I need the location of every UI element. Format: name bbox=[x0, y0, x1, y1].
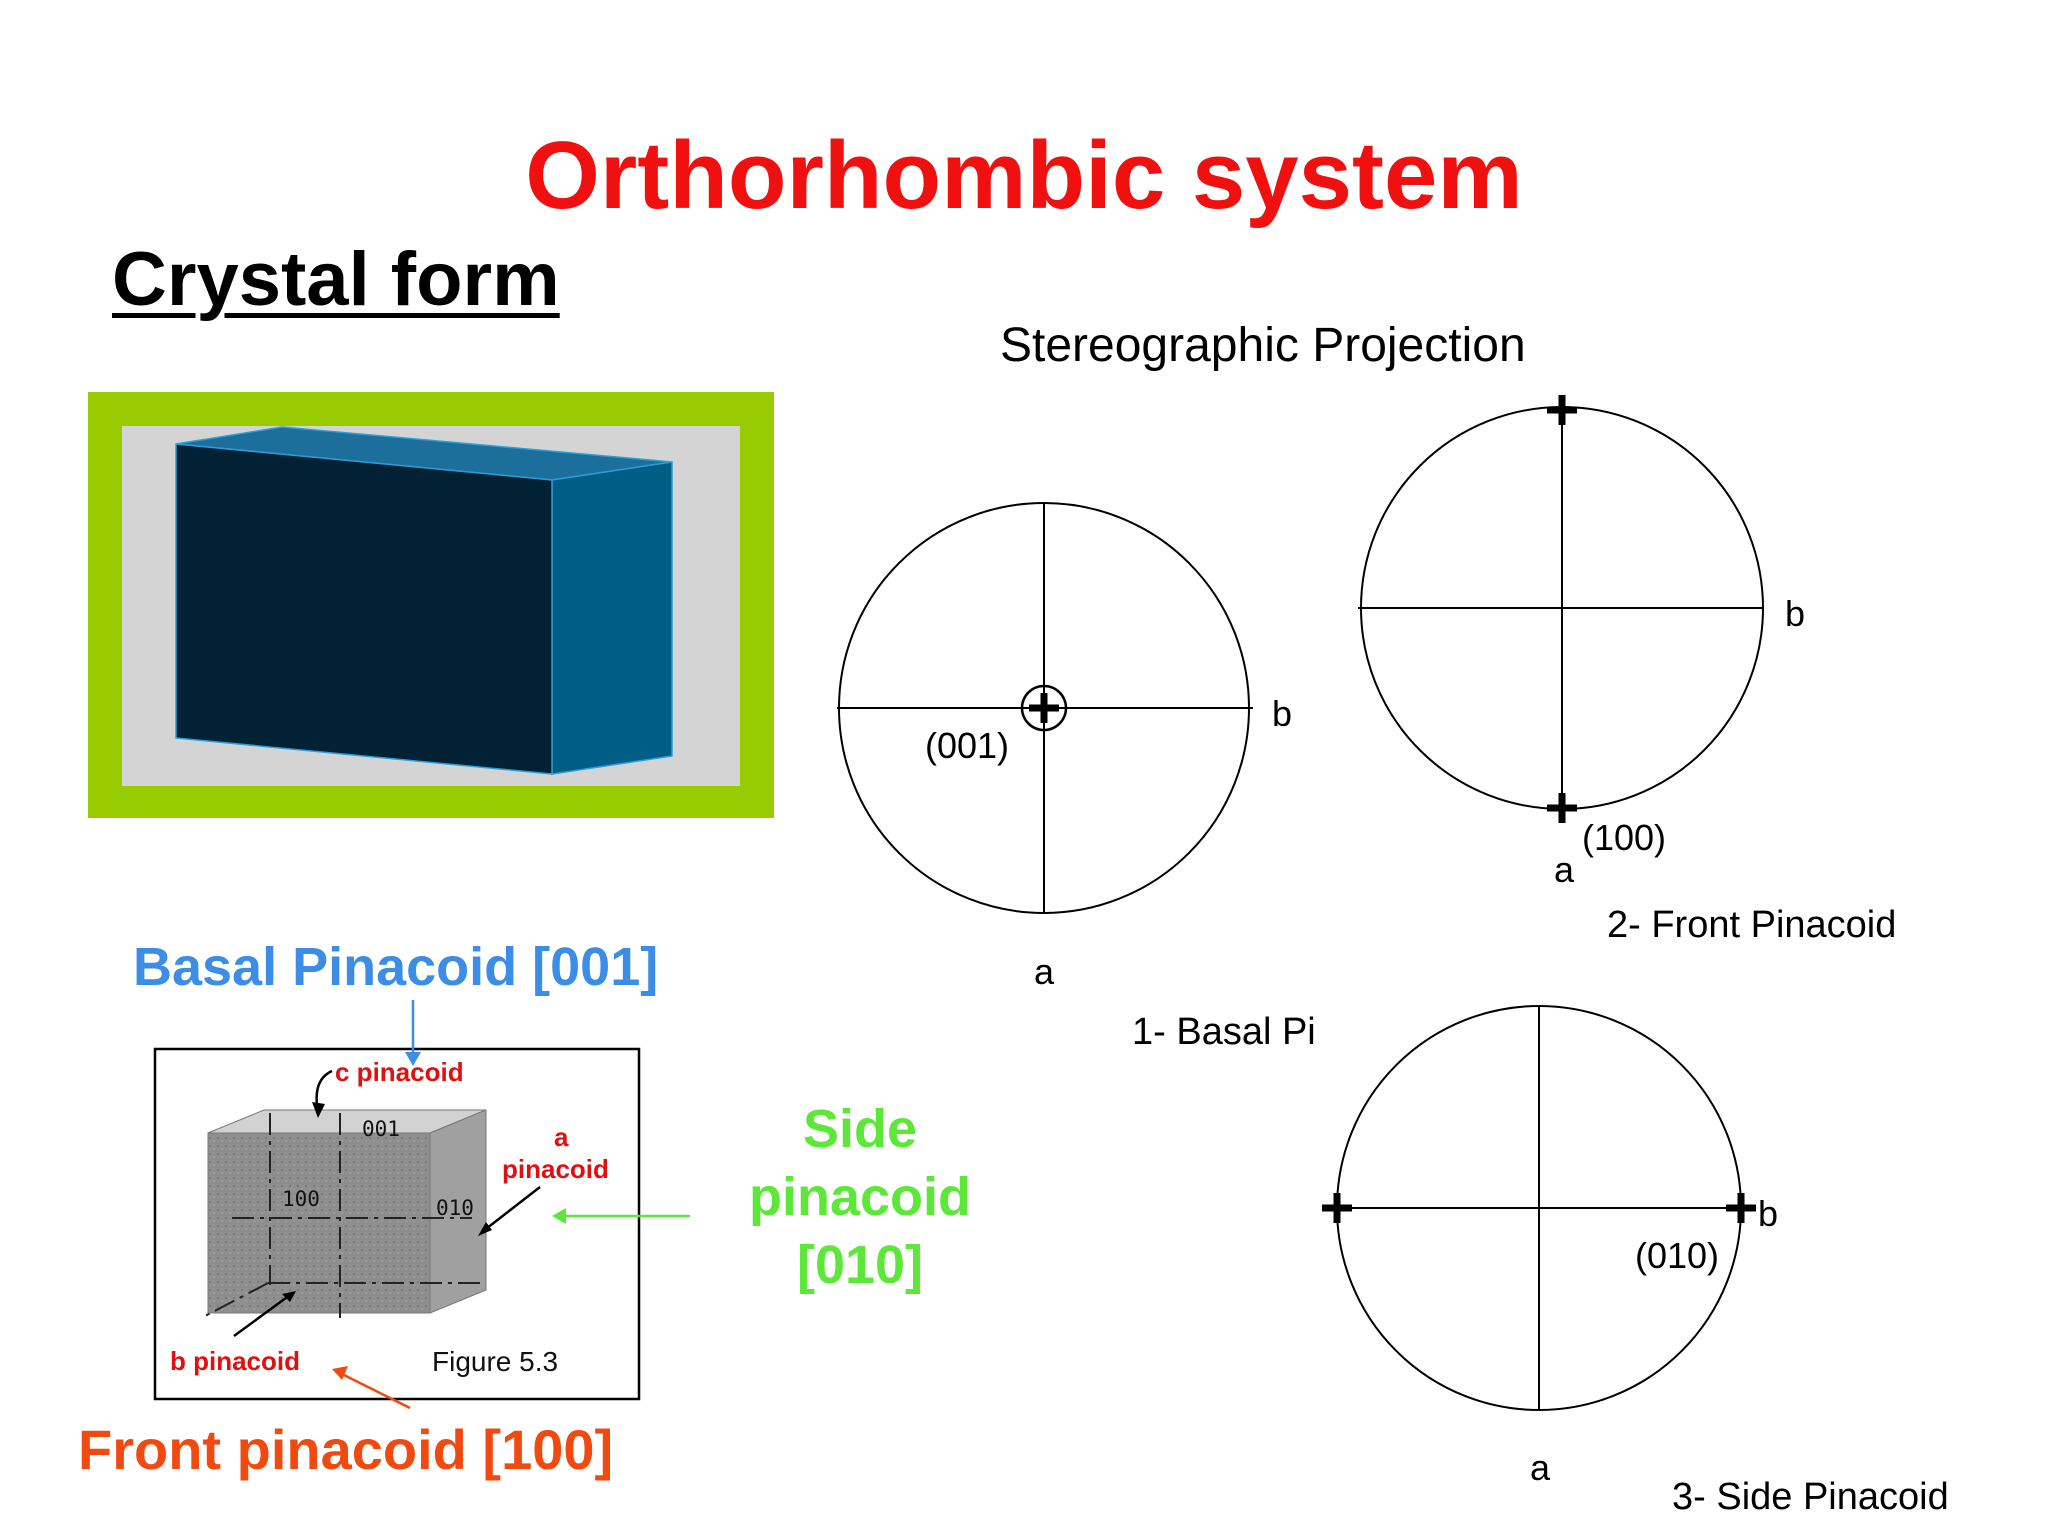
side-axis-a-label: a bbox=[1530, 1447, 1551, 1488]
b-pinacoid-label: b pinacoid bbox=[170, 1346, 300, 1376]
stereographic-heading: Stereographic Projection bbox=[1000, 319, 1526, 372]
figure-5-3 bbox=[153, 1047, 641, 1401]
basal-face-label: (001) bbox=[925, 725, 1010, 766]
figure-caption: Figure 5.3 bbox=[432, 1346, 559, 1377]
basal-axis-b-label: b bbox=[1272, 693, 1293, 734]
face-010-label: 010 bbox=[436, 1196, 474, 1220]
stereonet-side bbox=[1322, 1005, 1756, 1411]
figure-block-front bbox=[207, 1132, 431, 1314]
a-axis-label: a bbox=[554, 1122, 569, 1152]
pointer-arrows bbox=[332, 1000, 690, 1410]
block-front-face bbox=[175, 443, 553, 775]
side-face-label: (010) bbox=[1635, 1235, 1720, 1276]
stereonet-front bbox=[1358, 395, 1764, 823]
front-pinacoid-label: Front pinacoid [100] bbox=[78, 1418, 614, 1481]
face-100-label: 100 bbox=[282, 1187, 320, 1211]
section-heading: Crystal form bbox=[112, 237, 560, 322]
basal-axis-a-label: a bbox=[1034, 951, 1055, 992]
face-001-label: 001 bbox=[362, 1117, 400, 1141]
stereonet-basal bbox=[837, 502, 1253, 914]
front-axis-b-label: b bbox=[1785, 593, 1806, 634]
front-caption: 2- Front Pinacoid bbox=[1607, 904, 1897, 946]
crystal-block-image bbox=[88, 392, 774, 818]
c-pinacoid-label: c pinacoid bbox=[335, 1057, 464, 1087]
block-side-face bbox=[551, 461, 673, 775]
a-pinacoid-label: pinacoid bbox=[502, 1154, 609, 1184]
slide-title: Orthorhombic system bbox=[525, 122, 1523, 229]
side-axis-b-label: b bbox=[1758, 1193, 1779, 1234]
side-caption: 3- Side Pinacoid bbox=[1672, 1476, 1949, 1518]
basal-caption: 1- Basal Pi bbox=[1132, 1011, 1316, 1053]
front-axis-a-label: a bbox=[1554, 849, 1575, 890]
basal-pinacoid-label: Basal Pinacoid [001] bbox=[133, 937, 659, 997]
side-pinacoid-label: Side pinacoid [010] bbox=[748, 1099, 971, 1295]
front-face-label: (100) bbox=[1582, 817, 1667, 858]
